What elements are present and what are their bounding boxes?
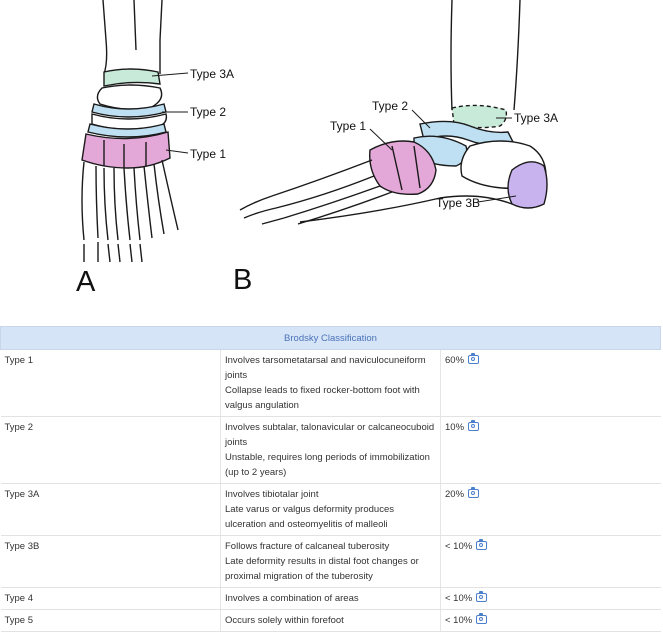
table-row: Type 4 Involves a combination of areas <…	[0, 587, 661, 610]
metatarsal-2-a	[103, 167, 119, 241]
panel-b-label: B	[233, 264, 253, 296]
camera-icon[interactable]	[476, 613, 488, 624]
row-description-line2: Unstable, requires long periods of immob…	[225, 452, 430, 478]
type3b-region-b	[507, 161, 548, 209]
row-description: Occurs solely within forefoot	[220, 609, 441, 632]
tibia-right-edge	[159, 0, 163, 74]
table-header-row: Brodsky Classification	[0, 326, 661, 350]
callout-a-type3a: Type 3A	[190, 67, 234, 81]
metatarsal-1-a	[81, 161, 99, 241]
tibia-left-edge	[102, 0, 108, 75]
row-percentage: 20%	[445, 489, 465, 500]
camera-icon[interactable]	[476, 591, 488, 602]
table-row: Type 1 Involves tarsometatarsal and navi…	[0, 349, 661, 417]
row-type-label: Type 1	[0, 349, 221, 417]
callout-lines-b	[369, 109, 517, 203]
row-description: Involves subtalar, talonavicular or calc…	[220, 416, 441, 484]
row-percentage: 10%	[445, 422, 465, 433]
callout-b-type3a: Type 3A	[514, 111, 558, 125]
camera-icon[interactable]	[468, 353, 480, 364]
talus-a	[96, 84, 163, 111]
row-percentage-cell: 10%	[440, 416, 661, 484]
fibula-line	[133, 0, 137, 51]
camera-icon[interactable]	[476, 539, 488, 550]
cuneiform-lines-b	[391, 145, 421, 191]
row-description: Follows fracture of calcaneal tuberosity…	[220, 535, 441, 588]
table-row: Type 3B Follows fracture of calcaneal tu…	[0, 535, 661, 588]
camera-icon[interactable]	[468, 420, 480, 431]
cuneiform-lines-a	[103, 140, 147, 168]
brodsky-classification-table: Brodsky Classification Type 1 Involves t…	[0, 326, 661, 632]
callout-a-type2: Type 2	[190, 105, 226, 119]
row-description-line2: Late deformity results in distal foot ch…	[225, 556, 419, 582]
callout-a-type1: Type 1	[190, 147, 226, 161]
row-description-line2: Collapse leads to fixed rocker-bottom fo…	[225, 385, 420, 411]
row-percentage: < 10%	[445, 593, 473, 604]
row-description-line1: Involves subtalar, talonavicular or calc…	[225, 422, 435, 448]
metatarsal-upper-b	[271, 159, 375, 209]
metatarsal-3-a	[123, 167, 141, 241]
panel-a-label: A	[76, 266, 96, 298]
type3a-region-a	[103, 68, 161, 87]
metatarsal-lower-b	[283, 185, 393, 225]
row-type-label: Type 3B	[0, 535, 221, 588]
phalanx-2-a	[107, 243, 121, 263]
row-type-label: Type 3A	[0, 483, 221, 536]
row-percentage-cell: < 10%	[440, 535, 661, 588]
table-row: Type 5 Occurs solely within forefoot < 1…	[0, 609, 661, 632]
leg-front-edge	[450, 0, 453, 111]
row-description-line1: Involves tibiotalar joint	[225, 489, 319, 500]
row-percentage: 60%	[445, 355, 465, 366]
row-description-line2: Late varus or valgus deformity produces …	[225, 504, 394, 530]
row-type-label: Type 5	[0, 609, 221, 632]
row-description-line1: Occurs solely within forefoot	[225, 615, 344, 626]
phalanx-3-a	[129, 243, 143, 263]
row-description-line1: Follows fracture of calcaneal tuberosity	[225, 541, 390, 552]
table-row: Type 3A Involves tibiotalar joint Late v…	[0, 483, 661, 536]
row-description: Involves tibiotalar joint Late varus or …	[220, 483, 441, 536]
row-percentage: < 10%	[445, 615, 473, 626]
callout-b-type2: Type 2	[372, 99, 408, 113]
row-percentage-cell: 20%	[440, 483, 661, 536]
row-percentage-cell: < 10%	[440, 587, 661, 610]
callout-b-type3b: Type 3B	[436, 196, 480, 210]
panel-b-foot	[239, 0, 548, 225]
row-description-line1: Involves a combination of areas	[225, 593, 359, 604]
row-description-line1: Involves tarsometatarsal and naviculocun…	[225, 355, 426, 381]
row-percentage: < 10%	[445, 541, 473, 552]
leg-back-edge	[513, 0, 521, 111]
callout-b-type1: Type 1	[330, 119, 366, 133]
metatarsal-5-a	[161, 159, 179, 231]
metatarsal-4-a	[143, 163, 165, 239]
brodsky-classification-table-container: Brodsky Classification Type 1 Involves t…	[0, 326, 663, 632]
panel-a-foot	[81, 0, 179, 263]
foot-diagram-svg: Type 3A Type 2 Type 1	[81, 0, 558, 263]
phalanx-1-a	[83, 242, 99, 262]
table-row: Type 2 Involves subtalar, talonavicular …	[0, 416, 661, 484]
phalanges-b	[239, 195, 285, 225]
row-description: Involves a combination of areas	[220, 587, 441, 610]
row-percentage-cell: 60%	[440, 349, 661, 417]
sole-line-b	[299, 195, 513, 223]
row-percentage-cell: < 10%	[440, 609, 661, 632]
callout-lines-a	[151, 72, 189, 154]
row-description: Involves tarsometatarsal and naviculocun…	[220, 349, 441, 417]
table-title: Brodsky Classification	[0, 326, 661, 350]
row-type-label: Type 2	[0, 416, 221, 484]
camera-icon[interactable]	[468, 487, 480, 498]
foot-diagram-figure: Type 3A Type 2 Type 1	[76, 0, 558, 298]
row-type-label: Type 4	[0, 587, 221, 610]
